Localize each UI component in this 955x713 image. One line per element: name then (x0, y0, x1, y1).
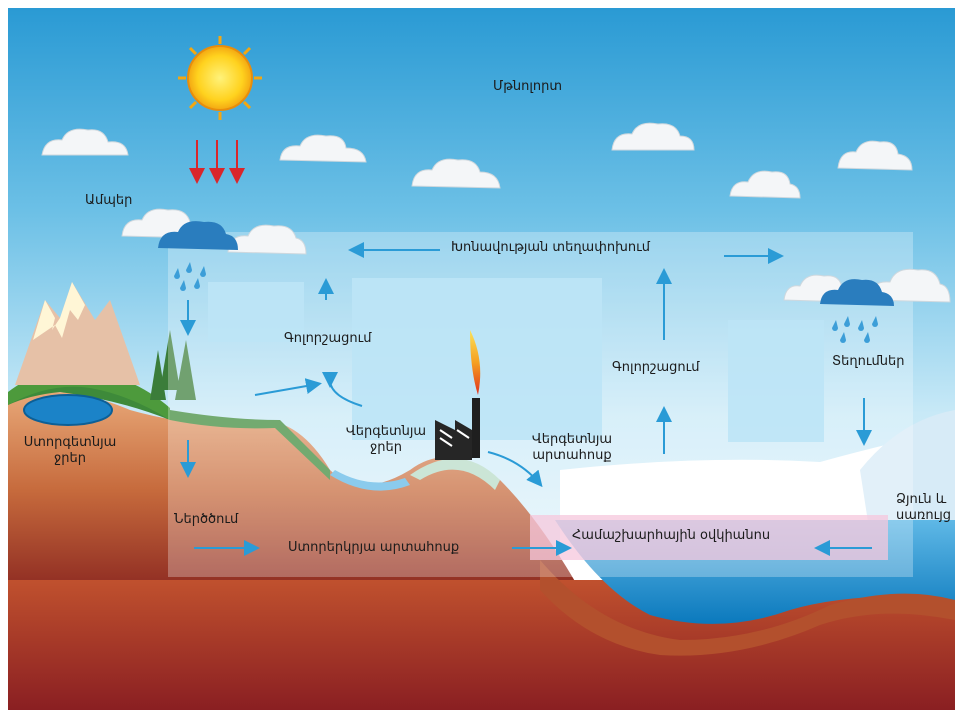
label-surface-runoff-line2: արտահոսք (532, 448, 612, 463)
label-groundwater: Ստորգետնյա ջրեր (22, 435, 118, 467)
label-world-ocean: Համաշխարհային օվկիանոս (572, 528, 771, 543)
reservoir (330, 470, 410, 491)
label-moisture-transport: Խոնավության տեղափոխում (451, 240, 650, 255)
sun-ray-arrows (189, 140, 245, 184)
groundwater-lake (23, 394, 113, 426)
panel-box-right (728, 320, 824, 442)
label-surface-water-line1: Վերգետնյա (345, 424, 427, 439)
label-surface-water: Վերգետնյա ջրեր (336, 424, 436, 456)
soil-layer (8, 392, 580, 590)
hill-mound (410, 458, 500, 490)
label-evaporation-left: Գոլորշացում (284, 331, 372, 346)
ocean-floor (540, 560, 955, 656)
label-surface-runoff-line1: Վերգետնյա (531, 432, 613, 447)
flow-arrows (180, 242, 872, 556)
label-surface-runoff: Վերգետնյա արտահոսք (522, 432, 622, 464)
rain-cloud-icon (820, 279, 894, 343)
label-groundwater-line2: ջրեր (54, 451, 86, 466)
factory-icon (435, 330, 481, 460)
label-precipitation: Տեղումներ (832, 354, 905, 369)
tree-icon (150, 330, 196, 400)
label-atmosphere: Մթնոլորտ (493, 79, 563, 94)
panel-box-left (208, 282, 304, 342)
label-surface-water-line2: ջրեր (370, 440, 402, 455)
rain-cloud-icon (158, 221, 238, 291)
label-groundwater-line1: Ստորգետնյա (23, 435, 117, 450)
label-evaporation-right: Գոլորշացում (612, 360, 700, 375)
label-subsurface-runoff: Ստորերկրյա արտահոսք (288, 540, 460, 555)
mountain-icon (15, 282, 140, 385)
sun-icon (178, 36, 262, 120)
label-snow-ice: Ձյուն և սառույց (896, 492, 951, 524)
label-clouds: Ամպեր (85, 193, 133, 208)
label-snow-ice-line2: սառույց (896, 508, 951, 523)
label-snow-ice-line1: Ձյուն և (896, 492, 947, 507)
label-infiltration: Ներծծում (174, 512, 239, 527)
